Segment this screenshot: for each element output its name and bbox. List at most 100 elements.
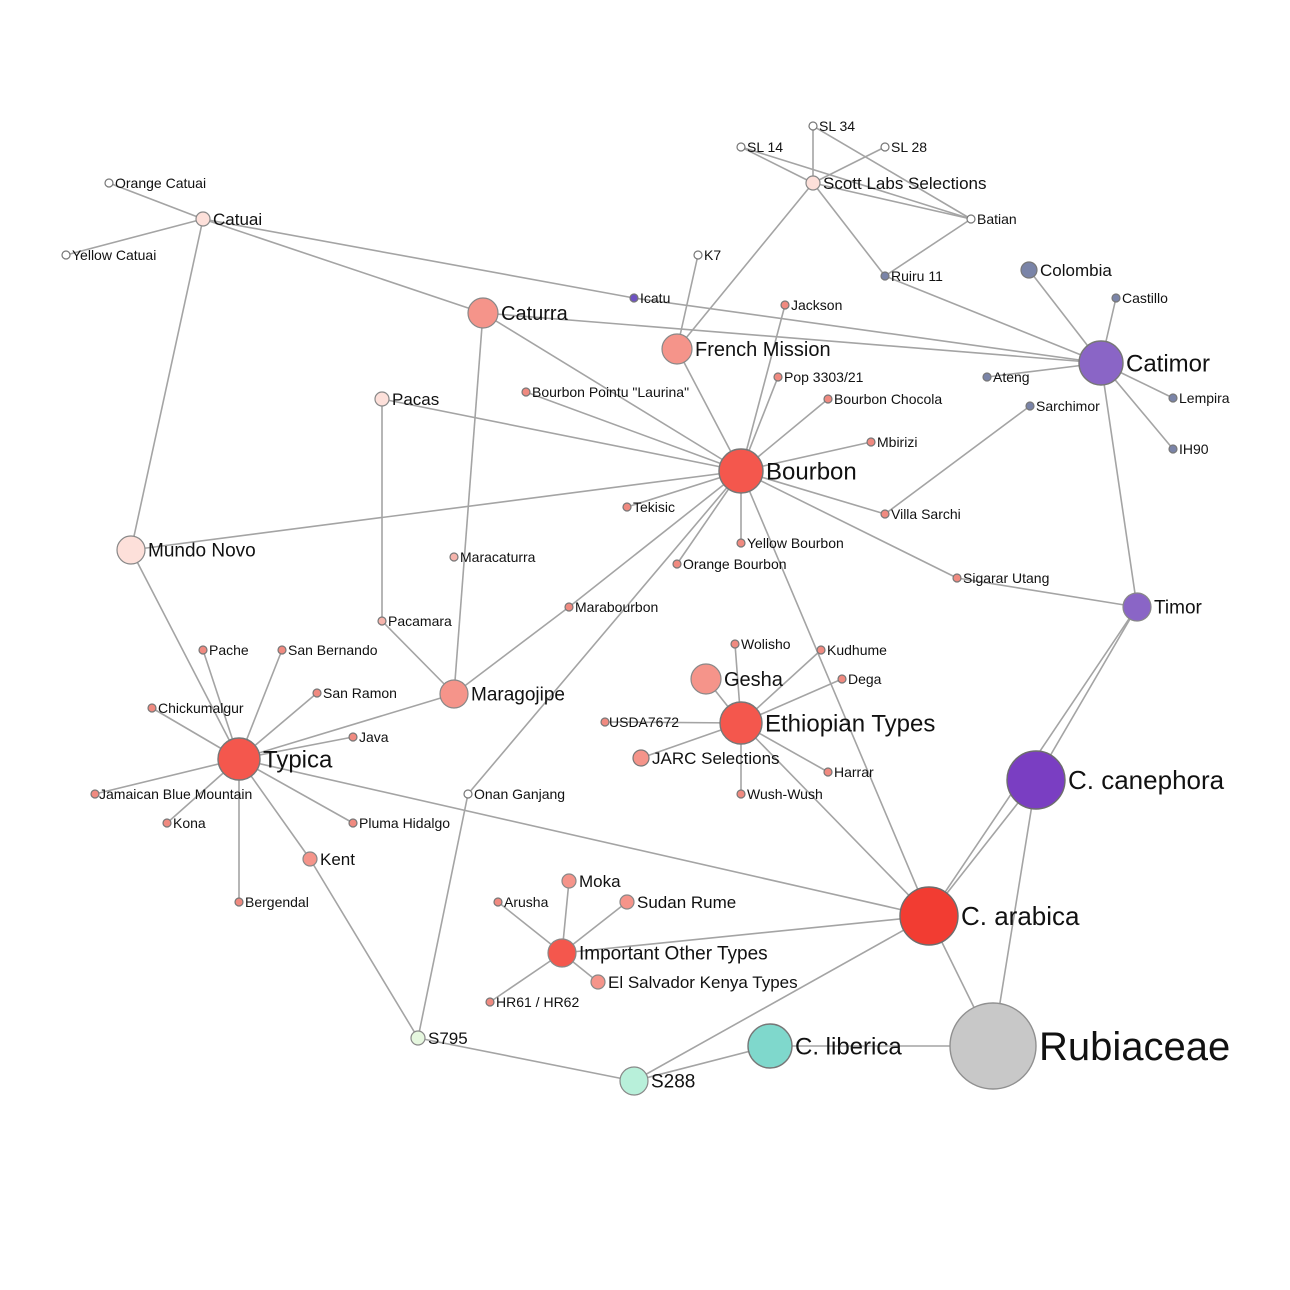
node-circle xyxy=(619,1066,649,1096)
node-label: Icatu xyxy=(640,290,670,306)
node-bourbon-chocola: Bourbon Chocola xyxy=(823,391,942,407)
node-dega: Dega xyxy=(837,671,882,687)
node-label: Onan Ganjang xyxy=(474,786,565,802)
edge-mundo_novo-typica xyxy=(130,549,240,760)
node-label: Orange Catuai xyxy=(115,175,206,191)
node-wolisho: Wolisho xyxy=(730,636,791,652)
node-circle xyxy=(348,732,358,742)
node-label: Typica xyxy=(263,746,333,773)
node-tekisic: Tekisic xyxy=(622,499,675,515)
node-circle xyxy=(982,372,992,382)
node-label: Colombia xyxy=(1040,261,1112,280)
node-circle xyxy=(966,214,976,224)
node-circle xyxy=(162,818,172,828)
node-circle xyxy=(198,645,208,655)
node-pop3303: Pop 3303/21 xyxy=(773,369,864,385)
node-label: Lempira xyxy=(1179,390,1230,406)
node-circle xyxy=(377,616,387,626)
node-circle xyxy=(736,538,746,548)
node-circle xyxy=(823,767,833,777)
node-label: C. arabica xyxy=(961,901,1080,931)
edge-pacamara-maragojipe xyxy=(381,620,455,695)
node-circle xyxy=(1168,444,1178,454)
node-label: Wolisho xyxy=(741,636,791,652)
node-jarc: JARC Selections xyxy=(632,749,780,768)
node-label: Jamaican Blue Mountain xyxy=(99,786,252,802)
node-circle xyxy=(619,894,635,910)
node-label: Rubiaceae xyxy=(1039,1025,1230,1069)
node-label: S288 xyxy=(651,1072,695,1093)
node-sigarar-utang: Sigarar Utang xyxy=(952,570,1049,586)
node-ruiru11: Ruiru 11 xyxy=(880,268,943,284)
node-label: C. liberica xyxy=(795,1033,902,1060)
node-batian: Batian xyxy=(966,211,1017,227)
node-scott-labs: Scott Labs Selections xyxy=(805,174,986,193)
node-moka: Moka xyxy=(561,872,621,891)
node-circle xyxy=(485,997,495,1007)
node-k7: K7 xyxy=(693,247,721,263)
node-circle xyxy=(632,749,650,767)
edge-maragojipe-typica xyxy=(238,693,455,760)
edge-scott_labs-sl14 xyxy=(740,146,814,184)
edge-catuai-yellow_catuai xyxy=(65,218,204,256)
node-harrar: Harrar xyxy=(823,764,874,780)
node-label: Jackson xyxy=(791,297,842,313)
node-label: Important Other Types xyxy=(579,944,768,965)
node-circle xyxy=(730,639,740,649)
node-label: Sudan Rume xyxy=(637,893,736,912)
node-circle xyxy=(899,886,959,946)
node-label: Moka xyxy=(579,872,621,891)
node-orange-catuai: Orange Catuai xyxy=(104,175,206,191)
node-label: Catimor xyxy=(1126,350,1210,377)
node-label: Mundo Novo xyxy=(148,541,256,562)
node-label: San Ramon xyxy=(323,685,397,701)
node-label: El Salvador Kenya Types xyxy=(608,973,798,992)
node-label: Mbirizi xyxy=(877,434,917,450)
edge-ethiopian_types-c_arabica xyxy=(740,722,930,917)
node-san-bernando: San Bernando xyxy=(277,642,378,658)
node-label: Tekisic xyxy=(633,499,675,515)
node-sl28: SL 28 xyxy=(880,139,927,155)
node-bourbon: Bourbon xyxy=(718,448,857,494)
edge-catimor-caturra xyxy=(482,312,1102,364)
node-label: Pop 3303/21 xyxy=(784,369,864,385)
node-french-mission: French Mission xyxy=(661,333,831,365)
edge-bourbon-villa_sarchi xyxy=(740,470,886,515)
edge-bourbon-marabourbon xyxy=(568,470,742,608)
node-label: Yellow Bourbon xyxy=(747,535,844,551)
node-label: Bergendal xyxy=(245,894,309,910)
node-label: Caturra xyxy=(501,303,569,325)
node-label: Pache xyxy=(209,642,249,658)
node-circle xyxy=(747,1023,793,1069)
node-label: IH90 xyxy=(1179,441,1209,457)
node-label: Ruiru 11 xyxy=(891,268,943,284)
node-circle xyxy=(374,391,390,407)
node-label: Pacamara xyxy=(388,613,452,629)
edge-scott_labs-sl28 xyxy=(812,146,886,184)
edge-s288-c_arabica xyxy=(633,915,930,1082)
node-label: Chickumalgur xyxy=(158,700,244,716)
node-jackson: Jackson xyxy=(780,297,842,313)
node-pacamara: Pacamara xyxy=(377,613,452,629)
node-rubiaceae: Rubiaceae xyxy=(949,1002,1230,1090)
node-circle xyxy=(952,573,962,583)
edge-kent-s795 xyxy=(309,858,419,1039)
node-catuai: Catuai xyxy=(195,210,262,229)
node-label: Bourbon xyxy=(766,458,857,485)
node-lempira: Lempira xyxy=(1168,390,1230,406)
edge-scott_labs-batian xyxy=(812,182,972,220)
node-label: Yellow Catuai xyxy=(72,247,156,263)
node-circle xyxy=(808,121,818,131)
node-circle xyxy=(564,602,574,612)
node-circle xyxy=(719,701,763,745)
node-label: Maragojipe xyxy=(471,685,565,706)
edge-c_liberica-s288 xyxy=(633,1045,771,1082)
node-circle xyxy=(104,178,114,188)
edge-caturra-maragojipe xyxy=(453,312,484,695)
node-kudhume: Kudhume xyxy=(816,642,887,658)
node-maracaturra: Maracaturra xyxy=(449,549,536,565)
node-label: Timor xyxy=(1154,598,1203,619)
node-c-liberica: C. liberica xyxy=(747,1023,902,1069)
node-circle xyxy=(736,789,746,799)
